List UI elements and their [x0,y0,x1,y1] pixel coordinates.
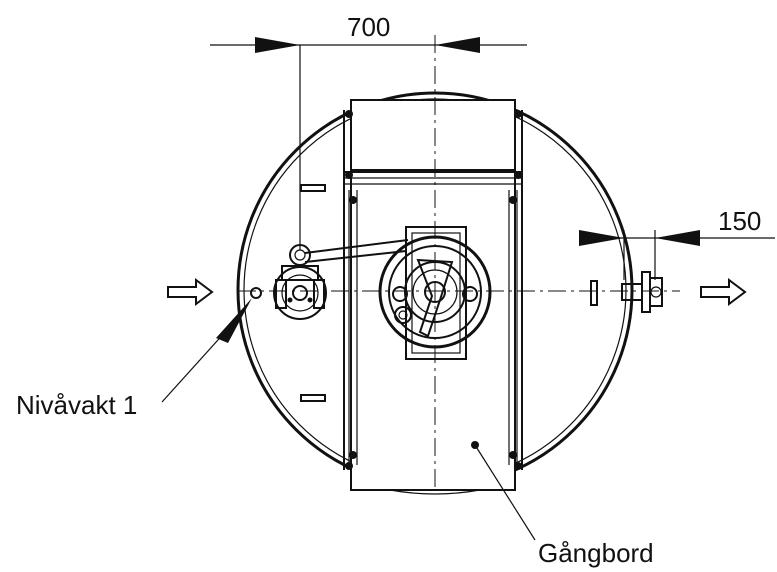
dimension-150: 150 [579,206,775,280]
level-sensor-callout: Nivåvakt 1 [16,298,252,420]
dimension-700: 700 [210,12,527,53]
outlet-flange [621,271,663,313]
inlet-valve [273,244,327,320]
walkway-label: Gångbord [538,538,654,568]
walkway-frame [343,99,523,495]
level-sensor [250,287,262,299]
inlet-flow-arrow [167,278,214,306]
outlet-flow-arrow [700,278,747,306]
level-sensor-label: Nivåvakt 1 [16,390,137,420]
dimension-700-label: 700 [347,12,390,42]
slot-marks [300,184,598,402]
walkway-callout: Gångbord [471,441,654,568]
agitator-assembly [304,226,492,360]
dimension-150-label: 150 [718,206,761,236]
